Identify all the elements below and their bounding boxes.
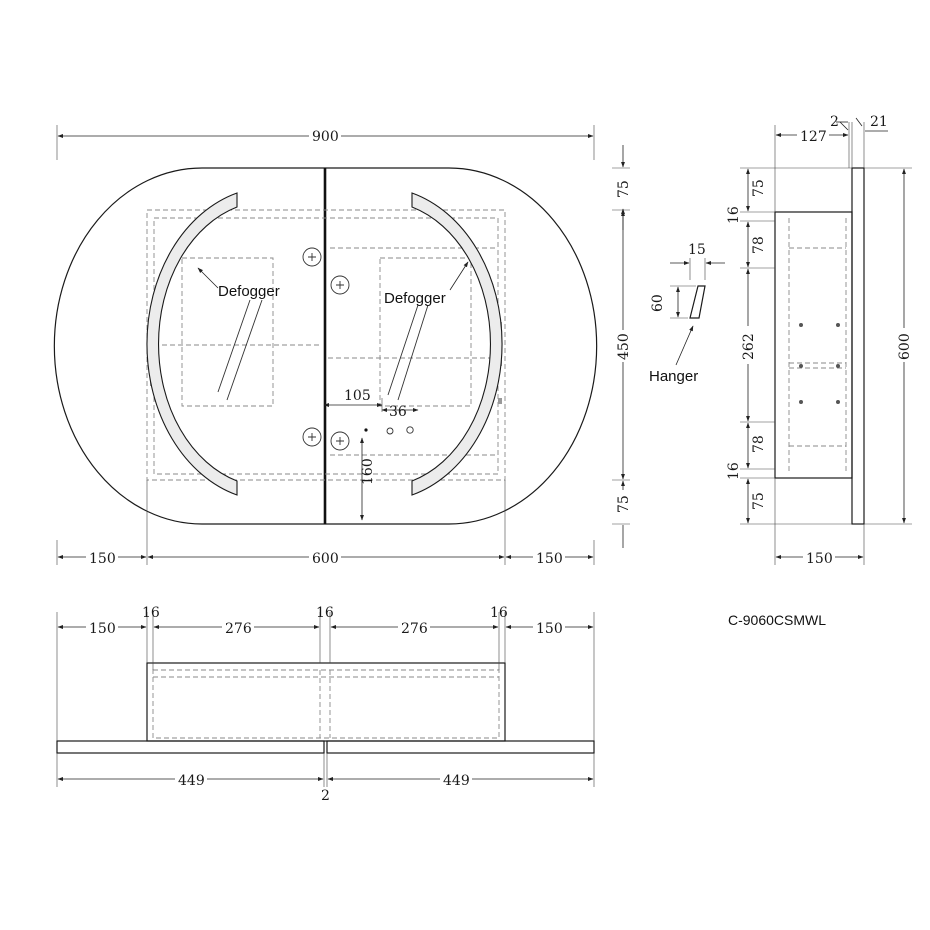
hanger-leader: [675, 325, 694, 366]
top-inner-dash: [152, 669, 500, 739]
dim-side-bottom-panel: 16: [726, 462, 742, 480]
dim-top-right-bay: 276: [401, 621, 428, 637]
dim-top-left-bay: 276: [225, 621, 252, 637]
hanger-detail: 15 60 Hanger: [649, 242, 725, 385]
defogger-pad-right: [379, 257, 472, 407]
dim-side-depth: 127: [800, 129, 827, 145]
dim-front-height: 450: [616, 333, 632, 360]
dim-side-top-margin: 75: [751, 179, 767, 197]
dim-side-middle: 262: [741, 333, 757, 360]
dim-front-top-margin: 75: [616, 180, 632, 198]
dim-side-top-shelf: 78: [751, 236, 767, 254]
hanger-label: Hanger: [649, 368, 698, 385]
defogger-leader-left: [197, 267, 219, 289]
glass-hatch-left: [217, 299, 263, 401]
cabinet-oval-outline: [53, 167, 598, 525]
defogger-pad-left: [181, 257, 274, 407]
dim-side-top-panel: 16: [726, 206, 742, 224]
dim-side-bottom-shelf: 78: [751, 435, 767, 453]
top-view: 150 16 276 16 276 16 150 449 2 449: [56, 605, 595, 804]
dim-side-glass: 21: [870, 114, 888, 130]
dim-socket-spacing: 36: [389, 404, 407, 420]
defogger-label-left: Defogger: [218, 283, 280, 300]
dim-front-left-margin: 150: [89, 551, 116, 567]
dim-side-height: 600: [897, 333, 913, 360]
dim-top-right-door: 449: [443, 773, 470, 789]
dim-top-door-gap: 2: [321, 788, 330, 804]
side-view: 127 2 21 75 16 78 262 78 16 75: [726, 114, 913, 567]
dim-top-center-panel: 16: [316, 605, 334, 621]
hanger-shape: [689, 285, 706, 319]
dim-overall-width: 900: [312, 129, 339, 145]
dim-top-left-door: 449: [178, 773, 205, 789]
defogger-label-right: Defogger: [384, 290, 446, 307]
side-pin-holes: [799, 323, 840, 404]
dim-front-right-margin: 150: [536, 551, 563, 567]
top-glass-right: [326, 740, 595, 754]
dim-side-bottom-width: 150: [806, 551, 833, 567]
dim-front-inner-width: 600: [312, 551, 339, 567]
dim-top-left-margin: 150: [89, 621, 116, 637]
front-view: Defogger Defogger 105 36 160 900 150 600…: [53, 125, 632, 567]
top-cabinet-body: [146, 662, 506, 742]
dim-front-bottom-margin: 75: [616, 495, 632, 513]
socket-icons: [302, 247, 414, 451]
top-glass-left: [56, 740, 325, 754]
dim-socket-offset: 105: [344, 388, 371, 404]
defogger-leader-right: [449, 261, 469, 291]
dim-top-right-panel: 16: [490, 605, 508, 621]
dim-side-bottom-margin: 75: [751, 492, 767, 510]
side-cabinet-body: [774, 211, 853, 479]
dim-hanger-height: 60: [650, 294, 666, 312]
glass-hatch-right: [387, 304, 429, 401]
led-strip-right: [411, 192, 503, 496]
dim-side-gap: 2: [830, 114, 839, 130]
side-glass-panel: [851, 167, 865, 525]
led-strip-left: [146, 192, 238, 496]
dim-socket-height: 160: [360, 458, 376, 485]
dim-hanger-width: 15: [688, 242, 706, 258]
dim-top-left-panel: 16: [142, 605, 160, 621]
dim-top-right-margin: 150: [536, 621, 563, 637]
model-code: C-9060CSMWL: [728, 612, 826, 628]
